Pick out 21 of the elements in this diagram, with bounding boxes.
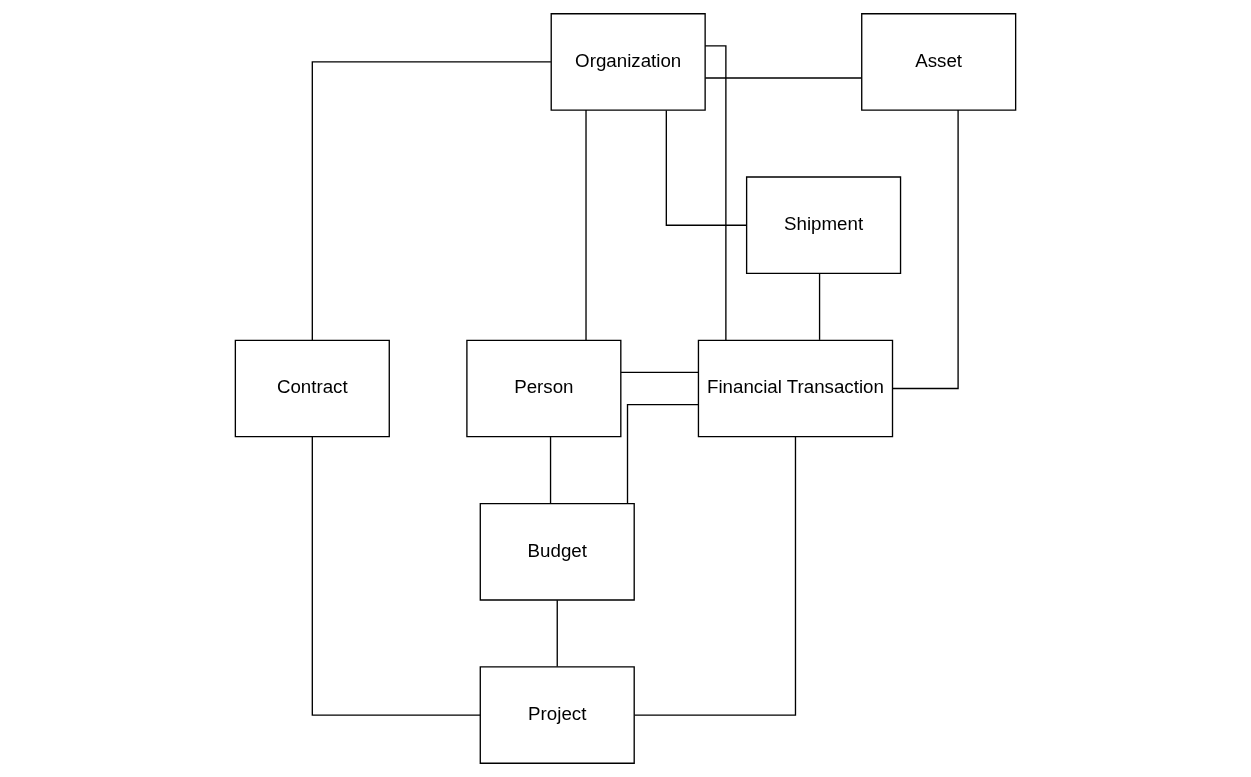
node-box: Person: [466, 339, 622, 438]
connector: [704, 77, 863, 79]
connector: [311, 61, 552, 341]
connector: [626, 403, 699, 505]
node-box: Contract: [234, 339, 390, 438]
node-box: Asset: [861, 13, 1017, 111]
connector: [704, 45, 727, 341]
connector: [633, 436, 797, 716]
node-box: Shipment: [745, 176, 902, 275]
connector: [620, 371, 700, 374]
connector: [585, 109, 587, 341]
node-box: Organization: [550, 13, 706, 111]
connector: [549, 436, 552, 504]
connector: [665, 109, 747, 226]
connector: [892, 109, 959, 390]
node-box: Budget: [479, 502, 635, 601]
node-box: Financial Transaction: [697, 339, 894, 438]
connector: [818, 273, 821, 341]
connector: [311, 436, 481, 716]
node-box: Project: [479, 666, 635, 764]
connector: [556, 599, 558, 668]
